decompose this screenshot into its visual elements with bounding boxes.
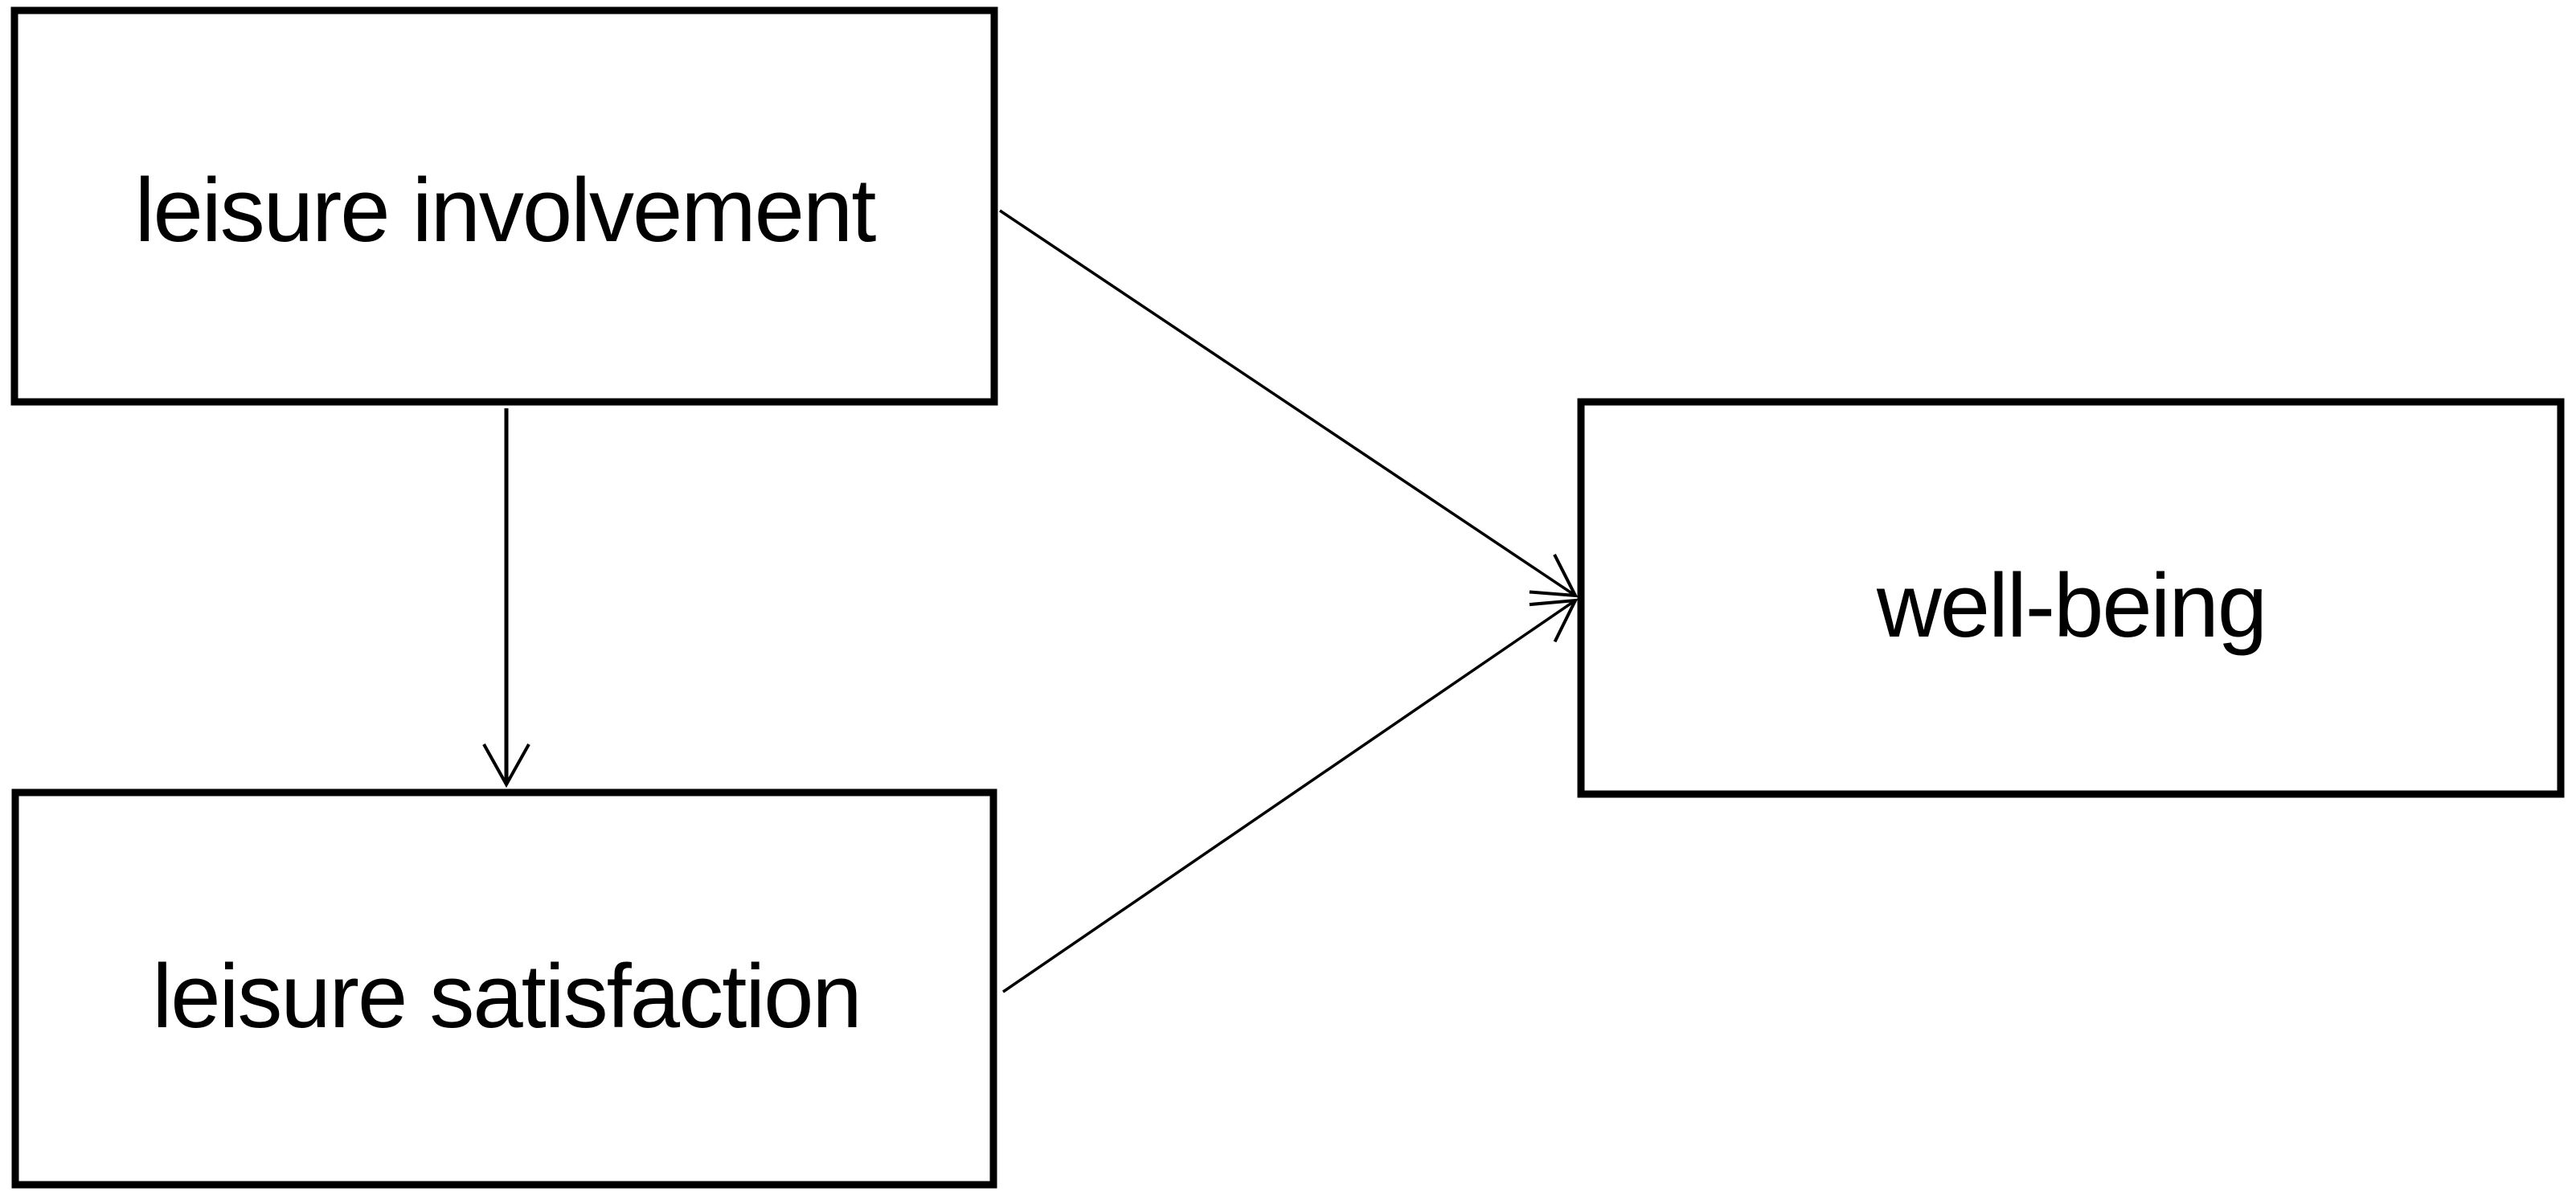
node-label-leisure-satisfaction: leisure satisfaction (152, 946, 860, 1046)
node-box-leisure-involvement (10, 6, 998, 406)
node-box-leisure-satisfaction (11, 788, 997, 1189)
node-leisure-involvement: leisure involvement (10, 6, 998, 406)
node-label-well-being: well-being (1876, 555, 2266, 656)
arrow-involvement-to-wellbeing (999, 209, 1579, 598)
node-label-leisure-involvement: leisure involvement (135, 160, 877, 260)
node-leisure-satisfaction: leisure satisfaction (11, 788, 997, 1189)
node-box-well-being (1577, 398, 2565, 798)
arrow-satisfaction-to-wellbeing (1002, 598, 1579, 993)
node-well-being: well-being (1577, 398, 2565, 798)
